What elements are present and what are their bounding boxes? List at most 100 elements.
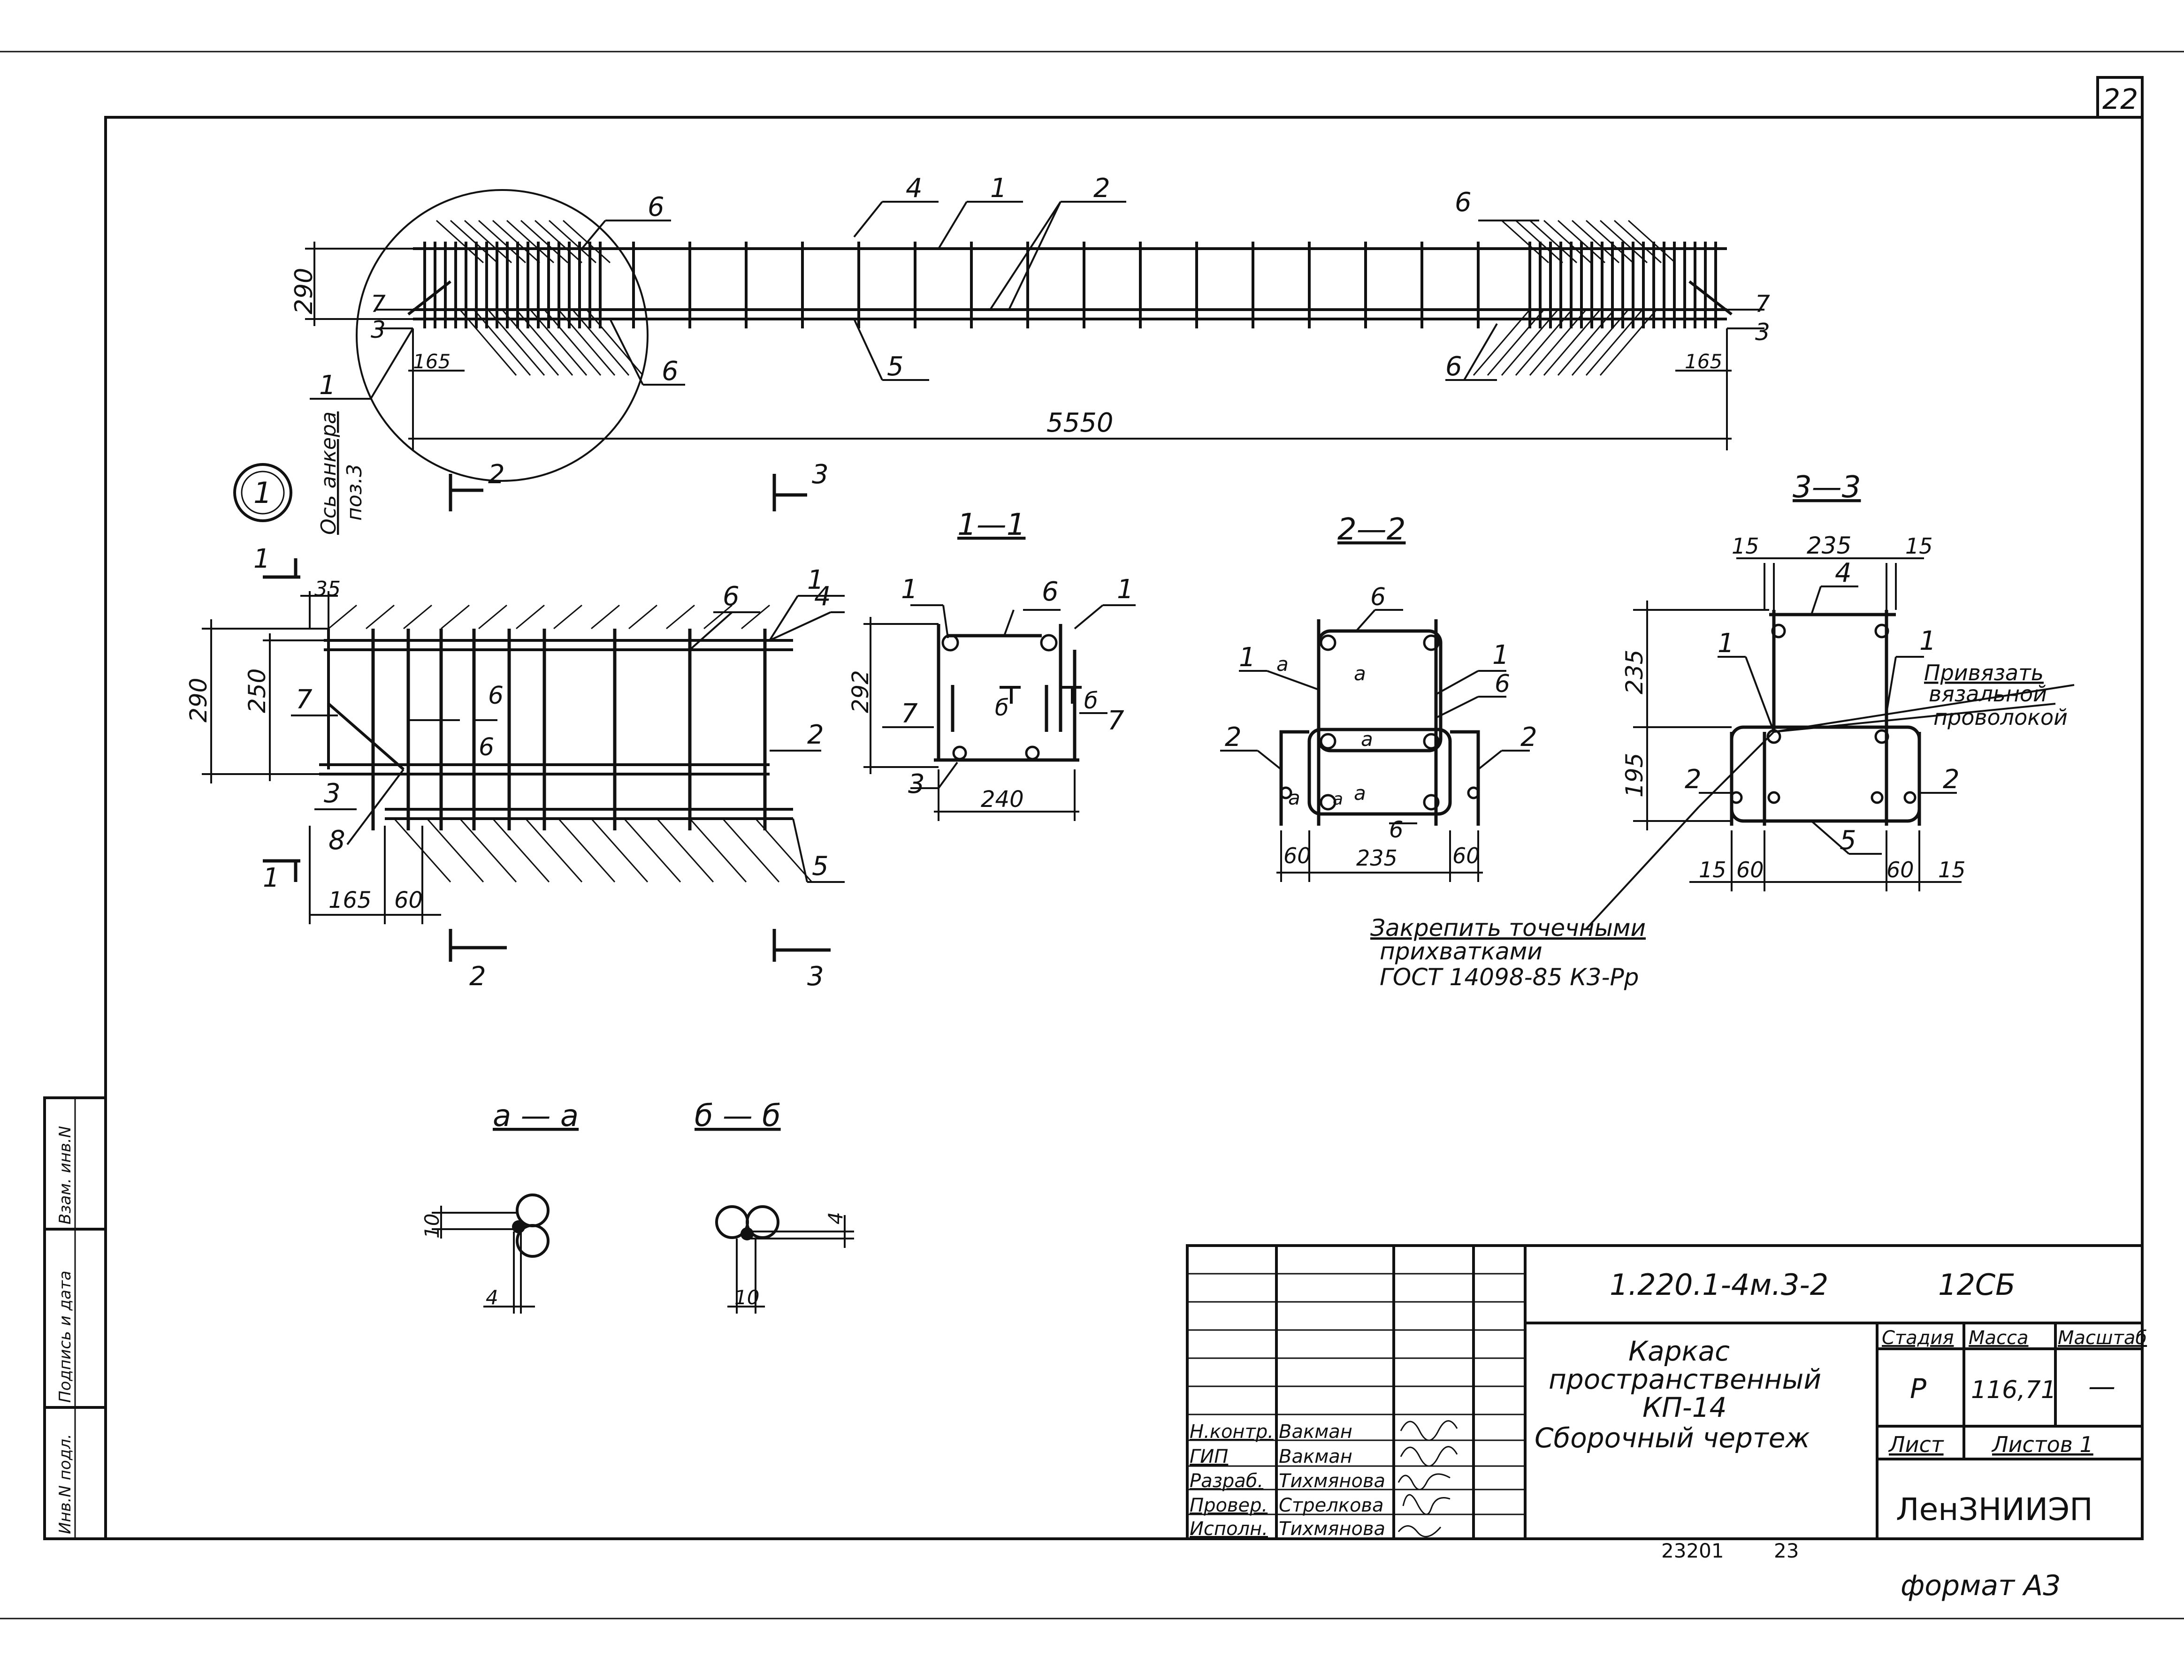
weld-note: Закрепить точечными прихватками ГОСТ 140… (1370, 914, 1646, 991)
section-3-3-callout: 4 (1835, 558, 1852, 588)
title-block-name: Тихмянова (1279, 1470, 1385, 1492)
section-title: 2—2 (1337, 512, 1405, 547)
section-mark-label: 3 (807, 961, 824, 992)
section-3-3-dim: 60 (1736, 857, 1764, 882)
section-1-1-dim: 240 (981, 786, 1024, 813)
section-mark-label: 3 (812, 459, 829, 490)
hatch-line (1501, 309, 1559, 376)
plan-dim-length: 5550 (1046, 408, 1114, 438)
detail-1-callout: 7 (296, 684, 313, 715)
hatch-line (478, 604, 507, 630)
format-label: формат А3 (1901, 1569, 2061, 1602)
hatch-line (1501, 220, 1550, 264)
sheet-header: Лист (1888, 1432, 1944, 1457)
hatch-line (755, 818, 813, 882)
hatch-line (515, 309, 573, 376)
section-3-3-view: 3—3 (1585, 470, 2075, 930)
plan-callout: 1 (990, 173, 1007, 204)
hatch-line (1557, 309, 1615, 376)
plan-callout: 4 (906, 173, 923, 204)
hatch-line (473, 309, 531, 376)
section-2-2-callout: 1 (1239, 642, 1256, 673)
hatch-line (435, 220, 484, 264)
hatch-line (1557, 220, 1606, 264)
side-stamp-cell: Взам. инв.N (56, 1126, 75, 1224)
title-block: Н.контр. ГИП Разраб. Провер. Исполн. Вак… (1186, 1244, 2147, 1540)
bottom-note: 23 (1774, 1539, 1799, 1562)
hatch-line (459, 309, 517, 376)
side-stamp-cell: Инв.N подл. (56, 1434, 75, 1534)
section-3-3-dim: 235 (1807, 532, 1851, 559)
hatch-line (1585, 220, 1634, 264)
detail-b-b-view: б — б 4 10 (695, 1099, 854, 1314)
hatch-line (628, 604, 657, 630)
hatch-line (722, 818, 780, 882)
hatch-line (426, 818, 484, 882)
section-2-2-mark: а (1354, 662, 1366, 685)
section-2-2-callout: 2 (1520, 722, 1537, 753)
hatch-line (450, 220, 498, 264)
detail-marker-label: 1 (253, 476, 272, 510)
detail-a-a-dim: 10 (420, 1214, 443, 1239)
hatch-line (520, 220, 569, 264)
weld-note-line: Закрепить точечными (1370, 914, 1646, 942)
hatch-line (1613, 220, 1662, 264)
hatch-line (403, 604, 432, 630)
mass-value: 116,71 (1971, 1376, 2056, 1404)
tie-wire-note: проволокой (1933, 705, 2068, 730)
scale-value: — (2088, 1370, 2115, 1402)
section-mark-label: 1 (253, 544, 270, 574)
sheets-header: Листов 1 (1991, 1432, 2093, 1457)
detail-1-dim: 165 (328, 887, 372, 913)
anchor-axis-note: поз.3 (343, 464, 367, 521)
hatch-line (689, 818, 747, 882)
title-block-name: Тихмянова (1279, 1518, 1385, 1540)
hatch-line (591, 604, 620, 630)
section-mark-label: 2 (488, 459, 505, 490)
hatch-line (656, 818, 714, 882)
detail-1-view: 35 290 250 165 60 1 1 2 3 1 4 6 6 6 7 2 … (185, 544, 845, 992)
section-1-1-callout: 1 (1117, 574, 1134, 605)
hatch-line (534, 220, 583, 264)
title-block-role: Исполн. (1190, 1518, 1268, 1540)
detail-1-callout: 8 (328, 825, 345, 856)
section-3-3-callout: 1 (1919, 626, 1936, 656)
hatch-line (557, 818, 616, 882)
detail-b-b-dim: 10 (734, 1286, 759, 1309)
detail-b-b-dim: 4 (824, 1212, 847, 1224)
section-3-3-dim: 15 (1938, 857, 1966, 882)
hatch-line (1473, 309, 1531, 376)
plan-stirrups (423, 242, 1717, 328)
title-block-role: Провер. (1190, 1495, 1268, 1516)
hatch-line (1529, 309, 1587, 376)
hatch-line (1515, 309, 1573, 376)
section-2-2-mark: а (1288, 786, 1300, 809)
section-3-3-dim: 15 (1699, 857, 1726, 882)
section-2-2-dim: 235 (1356, 845, 1397, 871)
section-2-2-callout: 6 (1370, 583, 1386, 611)
hatch-line (464, 220, 512, 264)
hatch-line (1627, 220, 1676, 264)
hatch-line (1529, 220, 1578, 264)
item-name: Каркас (1628, 1335, 1730, 1367)
hatch-line (1599, 309, 1657, 376)
detail-1-callout: 6 (479, 733, 494, 761)
section-mark-label: 2 (469, 961, 486, 992)
bottom-note: 23201 (1661, 1539, 1724, 1562)
hatch-line (516, 604, 545, 630)
detail-1-callout: 6 (723, 581, 740, 612)
section-1-1-mark: б (1084, 688, 1098, 714)
section-2-2-view: 2—2 6 1 (1220, 512, 1537, 882)
hatch-line (492, 220, 541, 264)
section-1-1-callout: 1 (901, 574, 918, 605)
anchor-axis-note: Ось анкера (317, 411, 341, 535)
section-title: 3—3 (1793, 470, 1861, 505)
hatch-line (1515, 220, 1564, 264)
detail-1-callout: 2 (807, 720, 824, 750)
side-stamp-cell: Подпись и дата (56, 1270, 75, 1403)
plan-elevation-view: 290 5550 165 165 4 1 2 6 6 6 5 6 1 7 3 7… (233, 173, 1770, 535)
section-title: 1—1 (957, 508, 1025, 542)
section-1-1-mark: б (995, 695, 1009, 721)
title-block-name: Стрелкова (1279, 1495, 1384, 1516)
